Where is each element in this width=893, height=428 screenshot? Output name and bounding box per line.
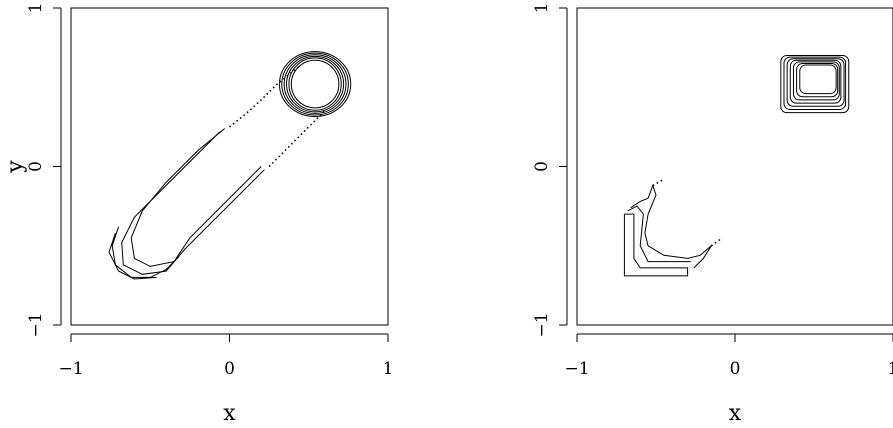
contour-line: [268, 110, 326, 168]
y-tick-label: 0: [532, 161, 552, 172]
y-tick-label: 0: [26, 161, 46, 172]
contour-line: [288, 57, 342, 111]
contour-line: [799, 64, 837, 95]
contour-line: [630, 183, 712, 269]
contour-line: [286, 55, 345, 113]
x-tick-label: −1: [58, 359, 83, 379]
contour-line: [652, 178, 665, 187]
x-tick-label: −1: [564, 359, 589, 379]
contour-line: [627, 205, 691, 263]
contour-line: [283, 54, 347, 114]
contour-line: [278, 51, 352, 118]
x-tick-label: 1: [888, 359, 893, 379]
contour-line: [786, 58, 845, 107]
x-tick-label: 0: [730, 359, 741, 379]
y-tick-label: −1: [26, 312, 46, 337]
contour-line: [783, 56, 847, 110]
y-tick-label: 1: [532, 3, 552, 14]
x-tick-label: 1: [383, 359, 394, 379]
plot-frame: [576, 7, 893, 326]
contour-line: [281, 52, 349, 116]
x-axis-title: x: [729, 401, 742, 426]
y-tick-label: −1: [532, 312, 552, 337]
contour-line: [792, 61, 840, 101]
contour-line: [710, 237, 723, 247]
chart-panel-1: −1 0 1 −1 0 1 x y: [3, 3, 393, 426]
contour-line: [108, 232, 157, 280]
y-axis-title: y: [3, 160, 28, 174]
x-tick-label: 0: [224, 359, 235, 379]
y-tick-label: 1: [26, 3, 46, 14]
contour-line: [789, 59, 842, 104]
contour-line: [290, 59, 340, 109]
contour-line: [229, 64, 302, 128]
contour-line: [780, 55, 850, 114]
chart-panel-2: −1 0 1 −1 0 1 x: [532, 3, 893, 426]
plot-frame: [70, 7, 389, 326]
contour-line: [623, 213, 689, 277]
x-axis-title: x: [223, 401, 236, 426]
contour-line: [121, 131, 265, 275]
contour-line: [130, 128, 262, 267]
contour-line: [796, 62, 839, 98]
